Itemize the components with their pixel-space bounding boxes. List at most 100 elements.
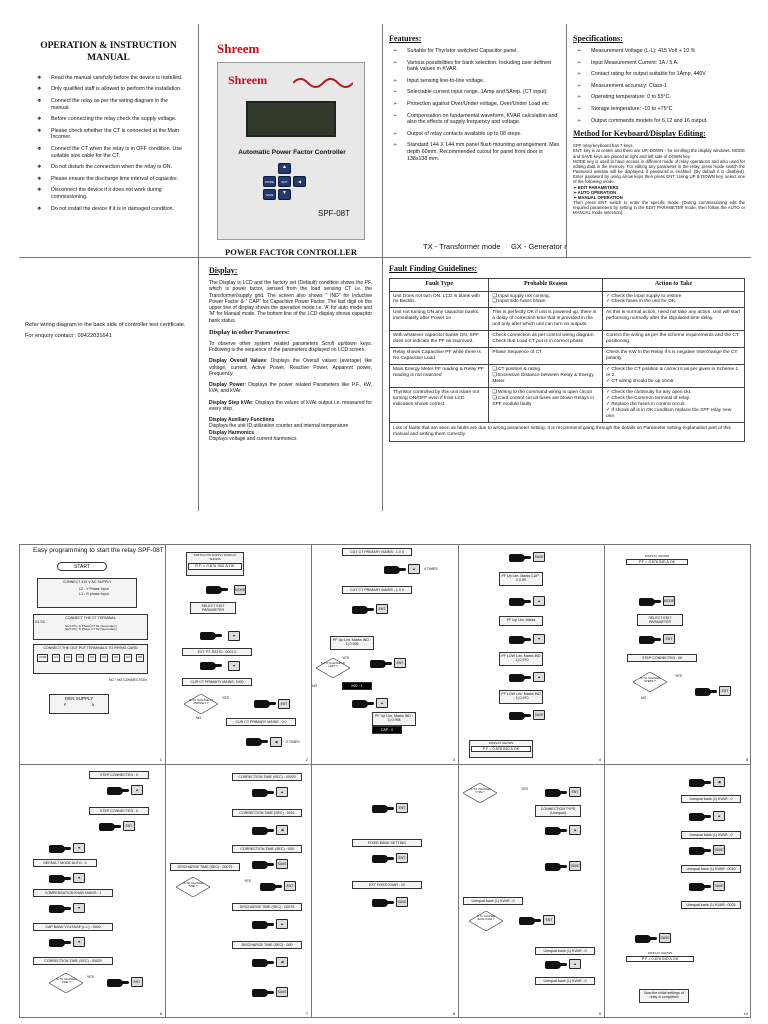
action-item: ✓ Replace the fuses in control circuit. bbox=[605, 402, 686, 408]
instruction-item: Read the manual carefully before the dev… bbox=[33, 75, 188, 82]
ent-button[interactable]: ENT bbox=[396, 853, 408, 863]
ent-button[interactable]: ENT bbox=[131, 977, 143, 987]
save-button[interactable]: SAVE bbox=[533, 710, 545, 720]
save-button[interactable]: SAVE bbox=[533, 552, 545, 562]
down-button[interactable]: ▼ bbox=[73, 873, 85, 883]
ent-button[interactable]: ENT bbox=[394, 658, 406, 668]
up-button[interactable]: ▲ bbox=[533, 672, 545, 682]
terminal-label: C8 bbox=[135, 654, 144, 662]
ent-button[interactable]: ENT bbox=[396, 803, 408, 813]
table-row: Thyristor controlled by this unit is/are… bbox=[388, 387, 746, 424]
model-label: SPF-08T bbox=[318, 209, 351, 218]
table-row: Main Energy Meter PF reading & Relay PF … bbox=[388, 364, 746, 389]
down-button[interactable]: ▼ bbox=[228, 661, 240, 671]
left-button[interactable]: ◀ bbox=[276, 825, 288, 835]
ext-fixed-box: EXT FIXED KVAR : 20 bbox=[352, 881, 422, 889]
mode-item: ➢ AUTO OPERATION bbox=[573, 189, 617, 195]
terminal-label: COM bbox=[37, 654, 49, 662]
operation-list: Read the manual carefully before the dev… bbox=[33, 75, 188, 213]
mode-button[interactable]: MODE bbox=[234, 585, 246, 595]
save-button[interactable]: SAVE bbox=[276, 987, 288, 997]
fault-reason-cell: Phase Sequence of CT bbox=[488, 347, 603, 366]
fault-type-cell: With whatever capacitor banks ON, SPF do… bbox=[388, 330, 490, 349]
action-item: ✓ If shows all is in OK condition replac… bbox=[605, 408, 732, 420]
hand-icon bbox=[695, 688, 717, 696]
feature-item: Suitable for Thyristor switched Capacito… bbox=[389, 48, 560, 55]
select-edit-box: SELECT EDIT PARAMETER bbox=[637, 614, 683, 626]
save-button[interactable]: SAVE bbox=[713, 845, 725, 855]
up-key[interactable]: ▲ bbox=[278, 163, 291, 174]
fixed-bank-box: FIXED BANK SETTING bbox=[352, 839, 422, 847]
discharge-box: DISCHARGE TIME (SEC) : 00075 bbox=[170, 863, 240, 871]
fault-type-cell: Unit not turning ON any capacitor banks,… bbox=[388, 307, 490, 332]
cur-ct-box: CUR CT PRIMARY MAINS: 1000 bbox=[182, 678, 252, 686]
mode-button[interactable]: MODE bbox=[663, 596, 675, 606]
left-button[interactable]: ◀ bbox=[276, 957, 288, 967]
flow-cell-9: IS TO CHANGE TYPE ? YES ENT CONNECTION T… bbox=[459, 765, 605, 1018]
instruction-item: Please check whether the CT is connected… bbox=[33, 128, 188, 141]
save-button[interactable]: SAVE bbox=[713, 881, 725, 891]
fault-action-cell: Check the KW in the Relay if it is negat… bbox=[601, 347, 746, 366]
save-button[interactable]: SAVE bbox=[396, 897, 408, 907]
up-button[interactable]: ▲ bbox=[569, 959, 581, 969]
down-button[interactable]: ▼ bbox=[228, 631, 240, 641]
terminal-label: C5 bbox=[100, 654, 108, 662]
up-button[interactable]: ▲ bbox=[276, 919, 288, 929]
save-button[interactable]: SAVE bbox=[569, 861, 581, 871]
discharge-box-2: DISCHARGE TIME (SEC) : 00075 bbox=[232, 903, 302, 911]
decision-diamond bbox=[468, 910, 504, 932]
mode-key[interactable]: MODE bbox=[263, 176, 276, 187]
ent-button[interactable]: ENT bbox=[569, 787, 581, 797]
down-button[interactable]: ▼ bbox=[73, 903, 85, 913]
hand-icon bbox=[200, 632, 222, 640]
up-button[interactable]: ▲ bbox=[408, 564, 420, 574]
up-button[interactable]: ▲ bbox=[276, 787, 288, 797]
hand-icon bbox=[635, 935, 657, 943]
down-button[interactable]: ▼ bbox=[73, 937, 85, 947]
feature-item: Various possibilities for bank selection… bbox=[389, 60, 560, 73]
ent-button[interactable]: ENT bbox=[719, 686, 731, 696]
display-panel: Display: The Display is LCD and the fact… bbox=[199, 258, 383, 511]
ent-button[interactable]: ENT bbox=[663, 634, 675, 644]
up-button[interactable]: ▲ bbox=[131, 785, 143, 795]
action-item: ✓ Check the Common terminal of relay. bbox=[605, 396, 691, 402]
hand-icon bbox=[352, 606, 374, 614]
save-button[interactable]: SAVE bbox=[276, 859, 288, 869]
hand-icon bbox=[545, 789, 567, 797]
ent-button[interactable]: ENT bbox=[376, 604, 388, 614]
down-key[interactable]: ▼ bbox=[278, 189, 291, 200]
left-key[interactable]: ◀ bbox=[293, 176, 306, 187]
ent-button[interactable]: ENT bbox=[278, 699, 290, 709]
up-button[interactable]: ▲ bbox=[713, 811, 725, 821]
flow-sheet bbox=[19, 544, 751, 1018]
save-key[interactable]: SAVE bbox=[263, 189, 276, 200]
ent-key[interactable]: ENT bbox=[278, 176, 291, 187]
down-button[interactable]: ▼ bbox=[533, 634, 545, 644]
hand-icon bbox=[384, 566, 406, 574]
ent-button[interactable]: ENT bbox=[123, 821, 135, 831]
hand-icon bbox=[509, 674, 531, 682]
save-button[interactable]: SAVE bbox=[659, 933, 671, 943]
flow-cell-5: DISPLAY SHOWS P.F = 0.876 IND A OK MODE … bbox=[605, 544, 751, 765]
down-button[interactable]: ▼ bbox=[73, 843, 85, 853]
left-button[interactable]: ◀ bbox=[270, 737, 282, 747]
ac-supply-box: CONNECT 415 V AC SUPPLY L2 - Y Phase Inp… bbox=[37, 578, 137, 608]
terminal-label: C6 bbox=[112, 654, 120, 662]
step-box-2: STEP CONNECTED : 0 bbox=[89, 807, 149, 815]
up-button[interactable]: ▲ bbox=[533, 596, 545, 606]
reason-item: ❏ Card control circuit fuses are blown R… bbox=[492, 396, 595, 408]
table-row: Unit Does not turn ON. LCD is blank with… bbox=[388, 290, 746, 309]
spec-item: Measurement accuracy: Class-1 bbox=[573, 83, 745, 90]
ent-button[interactable]: ENT bbox=[543, 915, 555, 925]
ent-button[interactable]: ENT bbox=[284, 881, 296, 891]
left-button[interactable]: ◀ bbox=[713, 777, 725, 787]
hand-icon bbox=[254, 700, 276, 708]
fault-reason-cell: ❏ Wiring to the command wiring is open c… bbox=[488, 387, 603, 424]
keyboard-text: SPF relay keyboard has 7 keys. ENT: key … bbox=[573, 143, 745, 216]
up-button[interactable]: ▲ bbox=[376, 698, 388, 708]
hand-icon bbox=[206, 586, 228, 594]
features-footer: TX - Transformer mode GX - Generator mod… bbox=[423, 242, 566, 251]
up-button[interactable]: ▲ bbox=[569, 825, 581, 835]
